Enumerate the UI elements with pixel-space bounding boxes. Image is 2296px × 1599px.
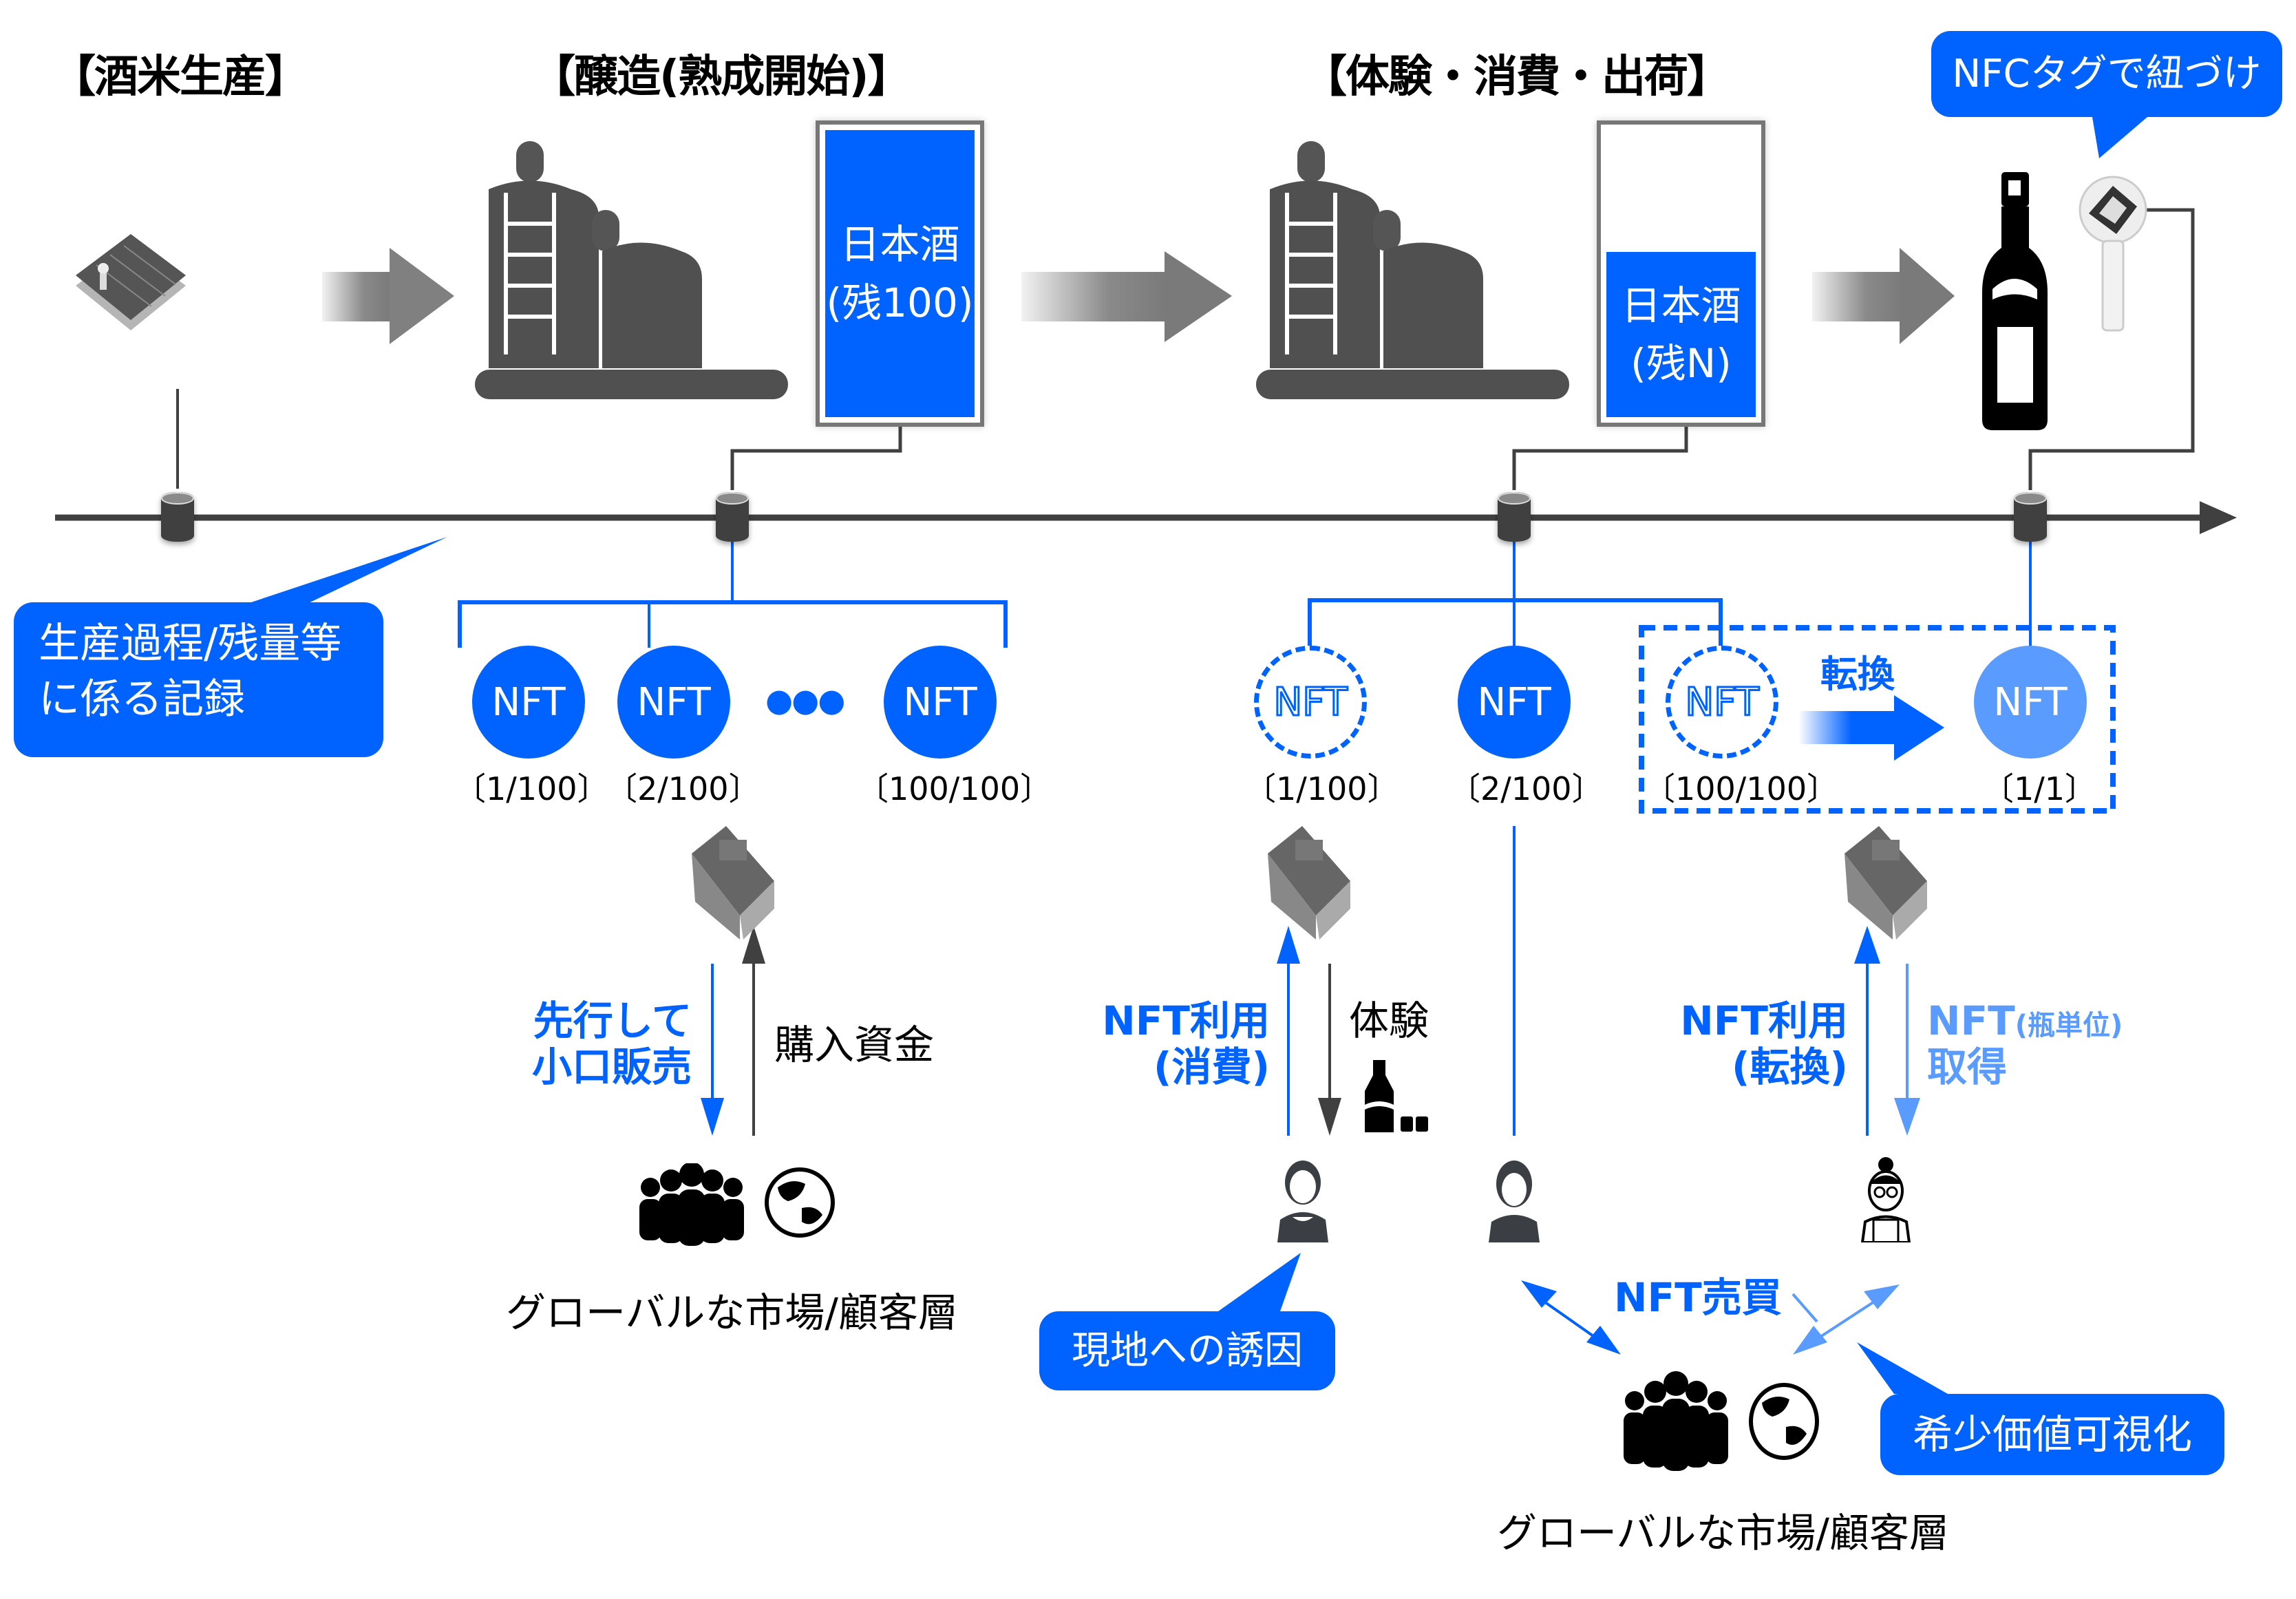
visit-callout-tail (1218, 1253, 1301, 1311)
sake-tank-partial-fill: 日本酒 (残N) (1606, 252, 1756, 417)
ledger-node-shipping (2014, 492, 2047, 542)
sake-tank-full-remaining: (残100) (826, 279, 974, 326)
trade-arrow-left (1521, 1280, 1621, 1355)
acquire-label-line1: NFT (1927, 997, 2015, 1044)
presale-label-line2: 小口販売 (531, 1043, 692, 1090)
record-callout-line1: 生産過程/残量等 (39, 620, 342, 668)
nft-tree-consumption (1308, 537, 2032, 1136)
funds-arrow (742, 926, 765, 1136)
nft-token-converted-100-100[interactable]: NFT (1666, 646, 1778, 759)
acquire-label: NFT(瓶単位) 取得 (1927, 998, 2123, 1090)
nft-label-consumed-1-100: 〔1/100〕 (1244, 770, 1399, 807)
nfc-tag-icon (2079, 176, 2147, 334)
globe-icon-left (764, 1167, 836, 1239)
use-consume-label-line2: (消費) (1153, 1043, 1270, 1090)
sake-tank-full: 日本酒 (残100) (816, 120, 984, 427)
use-consume-label: NFT利用 (消費) (1074, 998, 1270, 1090)
ledger-node-consumption (1498, 492, 1531, 542)
crowd-icon-right (1614, 1370, 1741, 1473)
presale-label: 先行して 小口販売 (509, 998, 692, 1090)
rice-field-icon (69, 217, 193, 341)
person-icon-consumer (1272, 1156, 1334, 1242)
use-consume-label-line1: NFT利用 (1102, 997, 1270, 1044)
sake-bottle-icon (1982, 172, 2048, 430)
nft-label-converted-100-100: 〔100/100〕 (1644, 770, 1839, 807)
brewery-tanks-icon (475, 141, 791, 399)
globe-icon-right (1748, 1382, 1820, 1461)
ledger-node-rice (161, 492, 194, 542)
rarity-callout-tail (1857, 1342, 1948, 1394)
nft-token-bottle-1-1[interactable]: NFT (1974, 646, 2087, 759)
nfc-callout-tail (2092, 117, 2147, 158)
crowd-icon-left (630, 1162, 757, 1246)
sake-tank-full-label: 日本酒 (840, 221, 960, 268)
trade-label: NFT売買 (1614, 1274, 1782, 1321)
market-label-left: グローバルな市場/顧客層 (506, 1289, 958, 1336)
connector-nfc (2028, 208, 2195, 490)
sake-tank-partial-remaining: (残N) (1630, 340, 1732, 387)
nft-label-held-2-100: 〔2/100〕 (1449, 770, 1604, 807)
nft-label-1-100: 〔1/100〕 (454, 770, 609, 807)
ledger-node-brewing (716, 492, 749, 542)
timeline-arrowhead (2200, 501, 2237, 534)
funds-label: 購入資金 (774, 1021, 935, 1068)
conversion-arrow (1798, 695, 1944, 761)
market-label-right: グローバルな市場/顧客層 (1497, 1510, 1949, 1556)
use-consume-arrow (1277, 926, 1300, 1136)
trade-arrow-right (1792, 1284, 1900, 1355)
nft-token-held-2-100[interactable]: NFT (1458, 646, 1571, 759)
nft-token-100-100[interactable]: NFT (884, 646, 997, 759)
nft-token-consumed-1-100[interactable]: NFT (1254, 646, 1367, 759)
person-icon-holder (1483, 1156, 1545, 1242)
brewery-building-icon-1 (678, 826, 791, 940)
acquire-arrow (1894, 964, 1920, 1136)
conversion-box (1639, 625, 2116, 814)
experience-arrow (1318, 964, 1341, 1136)
nft-label-100-100: 〔100/100〕 (857, 770, 1052, 807)
visit-callout: 現地への誘因 (1039, 1311, 1335, 1390)
stage-title-rice: 【酒米生産】 (52, 52, 309, 103)
sake-tasting-icon (1363, 1060, 1432, 1136)
nft-label-2-100: 〔2/100〕 (606, 770, 761, 807)
use-convert-label-line1: NFT利用 (1680, 997, 1848, 1044)
sake-tank-partial-label: 日本酒 (1621, 282, 1741, 329)
nft-token-2-100[interactable]: NFT (617, 646, 730, 759)
stage-arrow-3 (1812, 248, 1955, 344)
person-icon-collector (1858, 1156, 1913, 1244)
presale-arrow (701, 964, 724, 1136)
acquire-label-unit: (瓶単位) (2015, 1010, 2123, 1041)
stage-title-brewing: 【醸造(熟成開始)】 (531, 52, 911, 103)
brewery-tanks-icon-2 (1256, 141, 1573, 399)
nft-tree-brewing (458, 537, 1008, 648)
record-callout-line2: に係る記録 (39, 675, 245, 723)
use-convert-label-line2: (転換) (1731, 1043, 1848, 1090)
record-callout-tail (241, 537, 447, 606)
nfc-callout: NFCタグで紐づけ (1931, 31, 2282, 117)
sake-tank-full-fill: 日本酒 (残100) (825, 130, 975, 417)
rarity-callout: 希少価値可視化 (1880, 1394, 2224, 1475)
brewery-building-icon-3 (1831, 826, 1944, 940)
nft-label-bottle-1-1: 〔1/1〕 (1982, 770, 2097, 807)
connector-tank-full (730, 421, 902, 490)
presale-label-line1: 先行して (533, 997, 692, 1044)
use-convert-arrow (1854, 926, 1880, 1136)
conversion-label: 転換 (1820, 653, 1895, 696)
brewery-building-icon-2 (1254, 826, 1368, 940)
ellipsis-dots: ●●● (765, 681, 845, 719)
stage-arrow-2 (1021, 251, 1232, 342)
acquire-label-line2: 取得 (1927, 1043, 2008, 1090)
nft-token-1-100[interactable]: NFT (472, 646, 585, 759)
connector-tank-partial (1512, 421, 1688, 490)
stage-arrow-1 (322, 248, 454, 344)
record-callout: 生産過程/残量等 に係る記録 (14, 602, 383, 757)
stage-title-consumption: 【体験・消費・出荷】 (1303, 52, 1731, 103)
experience-label: 体験 (1349, 997, 1429, 1044)
sake-tank-partial: 日本酒 (残N) (1597, 120, 1765, 427)
use-convert-label: NFT利用 (転換) (1652, 998, 1848, 1090)
